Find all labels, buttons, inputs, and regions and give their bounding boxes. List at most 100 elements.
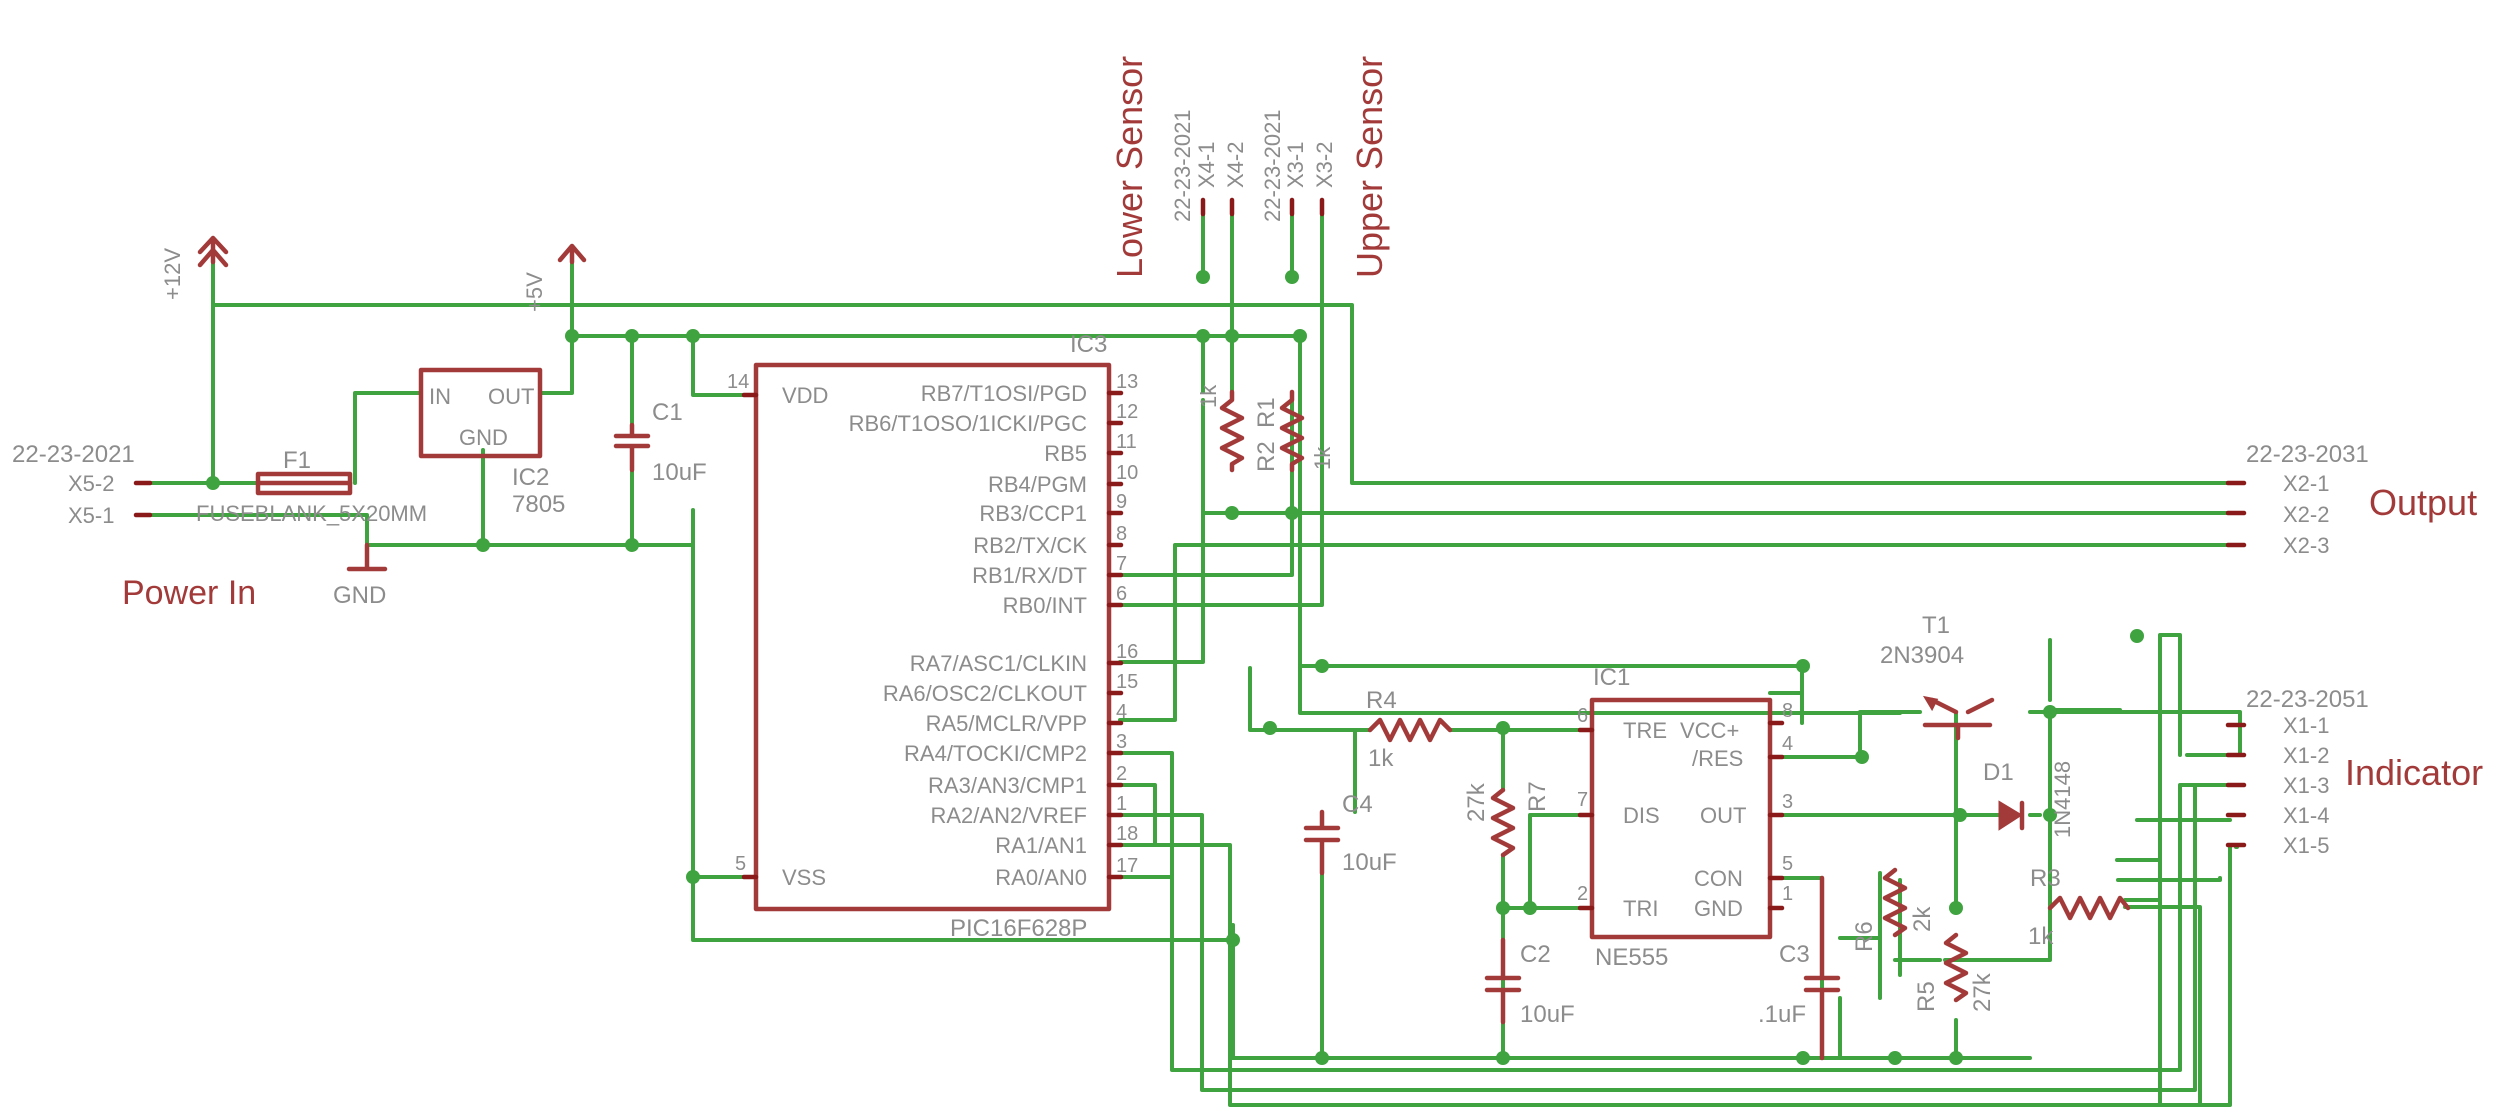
ic3-pin-number: 17	[1116, 855, 1138, 877]
junction-dot	[1949, 1051, 1963, 1065]
ic3-pin-number: 4	[1116, 701, 1127, 723]
c3-name: C3	[1779, 941, 1810, 968]
ic3-pin-label: RB7/T1OSI/PGD	[921, 381, 1087, 406]
c4-name: C4	[1342, 791, 1373, 818]
ic1-pin-label: DIS	[1623, 803, 1660, 828]
resistor-r1: R1 1k	[1253, 389, 1335, 473]
junction-dot	[1496, 721, 1510, 735]
ic1-pin-number: 4	[1782, 733, 1793, 755]
ic3-pin-number: 1	[1116, 793, 1127, 815]
junction-dot	[1796, 1051, 1810, 1065]
r6-value: 2k	[1909, 906, 1936, 932]
ic3-pin-label: RA7/ASC1/CLKIN	[910, 651, 1087, 676]
resistor-r6: R6 2k	[1851, 867, 1936, 952]
connector-x2-pin-label: X2-1	[2283, 471, 2329, 496]
ic3-pin-label: RB2/TX/CK	[973, 533, 1087, 558]
d1-name: D1	[1983, 759, 2014, 786]
junction-dot	[1285, 270, 1299, 284]
ic3-pin-label: RB6/T1OSO/1ICKI/PGC	[849, 411, 1088, 436]
r2-value: 1k	[1196, 384, 1221, 408]
junction-dot	[476, 538, 490, 552]
t1-value: 2N3904	[1880, 642, 1964, 669]
gnd-symbol: GND	[333, 542, 388, 609]
transistor-t1: T1 2N3904	[1880, 612, 1995, 741]
junction-dot	[1225, 506, 1239, 520]
ic3-pin-label: RA4/TOCKI/CMP2	[904, 741, 1087, 766]
ic3-value: PIC16F628P	[950, 915, 1087, 942]
capacitor-c2: C2 10uF	[1484, 937, 1575, 1028]
upper-sensor-label: Upper Sensor	[1349, 56, 1390, 278]
junction-dot	[565, 329, 579, 343]
junction-dot	[2043, 705, 2057, 719]
power-12v-symbol: +12V	[160, 235, 229, 300]
sensor-connectors: Lower Sensor 22-23-2021 X4-1 X4-2 22-23-…	[1109, 56, 1390, 278]
connector-x4-pin-label: X4-2	[1223, 142, 1248, 188]
connector-x2-pin-label: X2-2	[2283, 502, 2329, 527]
ic1-pin-label: TRE	[1623, 718, 1667, 743]
d1-value: 1N4148	[2050, 761, 2075, 838]
junction-dot	[2130, 629, 2144, 643]
junction-dot	[1315, 1051, 1329, 1065]
connector-x1-part: 22-23-2051	[2246, 686, 2369, 713]
ic3-pin-number: 9	[1116, 491, 1127, 513]
ic1-pin-number: 8	[1782, 700, 1793, 722]
ic3-pin-label: RA3/AN3/CMP1	[928, 773, 1087, 798]
capacitor-c1: C1 10uF	[613, 399, 707, 486]
ic1-pin-number: 5	[1782, 853, 1793, 875]
r2-name: R2	[1253, 441, 1280, 472]
c4-value: 10uF	[1342, 849, 1397, 876]
diode-d1: D1 1N4148	[1983, 759, 2075, 838]
ic2-gnd-pin: GND	[459, 425, 508, 450]
ic3-pin-label: RB3/CCP1	[979, 501, 1087, 526]
resistor-r4: R4 1k	[1366, 687, 1453, 772]
ic3-pin-label: VSS	[782, 865, 826, 890]
power-in-label: Power In	[122, 574, 256, 612]
net-x2	[1118, 511, 2232, 722]
connector-x3-pin-label: X3-1	[1283, 142, 1308, 188]
junction-dot	[1888, 1051, 1902, 1065]
ic1-pin-label: /RES	[1692, 746, 1743, 771]
junction-dot	[206, 476, 220, 490]
c3-value: .1uF	[1758, 1001, 1806, 1028]
r6-name: R6	[1851, 921, 1878, 952]
ic3-pin-number: 10	[1116, 462, 1138, 484]
ic3-pin-number: 15	[1116, 671, 1138, 693]
connector-x1-pin-label: X1-3	[2283, 773, 2329, 798]
junction-dot	[1285, 506, 1299, 520]
ic2-in-pin: IN	[429, 384, 451, 409]
ic1-pin-label: OUT	[1700, 803, 1746, 828]
rail-12v-label: +12V	[160, 248, 185, 300]
ic1-pin-label: VCC+	[1680, 718, 1739, 743]
net-sensor-upper	[1118, 210, 1324, 607]
connector-x1-pin-label: X1-2	[2283, 743, 2329, 768]
net-5v	[538, 260, 1902, 725]
ic3-pin-label: RB5	[1044, 441, 1087, 466]
connector-x3-pin-label: X3-2	[1312, 142, 1337, 188]
ic3-pin-label: RA6/OSC2/CLKOUT	[883, 681, 1087, 706]
junction-dot	[625, 329, 639, 343]
resistor-r3: R3 1k	[2028, 865, 2131, 950]
junction-dot	[1226, 933, 1240, 947]
timer-ic1: IC1 NE555 6 7 2 8 4 3 5 1 TRE DIS TRI VC…	[1577, 664, 1793, 971]
junction-dots	[206, 270, 2144, 1065]
ic3-name: IC3	[1070, 331, 1107, 358]
connector-x2-part: 22-23-2031	[2246, 441, 2369, 468]
r5-name: R5	[1913, 981, 1940, 1012]
ic1-pin-number: 7	[1577, 789, 1588, 811]
net-fuse-in	[353, 391, 423, 485]
microcontroller-ic3: IC3 PIC16F628P 14 5 VDD VSS 13RB7/T1OSI/…	[727, 331, 1138, 942]
ic1-pin-number: 6	[1577, 705, 1588, 727]
ic2-out-pin: OUT	[488, 384, 534, 409]
ic3-pin-number: 6	[1116, 583, 1127, 605]
ic3-pin-label: RA0/AN0	[995, 865, 1087, 890]
junction-dot	[1315, 659, 1329, 673]
net-gnd	[150, 448, 2032, 1062]
ic3-pin-label: RB4/PGM	[988, 472, 1087, 497]
ic1-pin-label: TRI	[1623, 896, 1658, 921]
ic1-value: NE555	[1595, 944, 1668, 971]
junction-dot	[625, 538, 639, 552]
junction-dot	[1523, 901, 1537, 915]
c2-name: C2	[1520, 941, 1551, 968]
ic3-pin-number: 13	[1116, 371, 1138, 393]
